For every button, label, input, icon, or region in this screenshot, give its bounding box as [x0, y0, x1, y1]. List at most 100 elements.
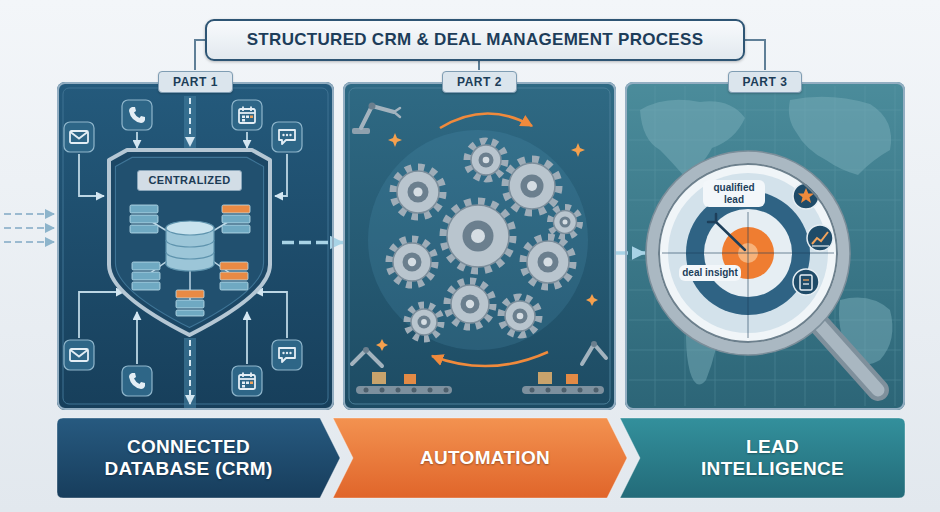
panel-ground — [625, 82, 905, 410]
channel-icon — [64, 100, 302, 396]
gear-cluster — [505, 301, 535, 331]
robot-arm — [361, 106, 394, 128]
title-banner: STRUCTURED CRM & DEAL MANAGEMENT PROCESS — [205, 19, 745, 61]
part-panel: PART 1CENTRALIZED — [57, 82, 334, 410]
gear-cluster — [403, 253, 422, 272]
shield-ground — [109, 150, 270, 335]
gear-cluster — [502, 298, 538, 334]
database-icon — [130, 205, 250, 316]
conveyor — [566, 374, 578, 384]
database-icon — [166, 240, 214, 247]
gear-cluster — [466, 300, 474, 308]
magnifier-handle — [820, 325, 878, 390]
motion-arrow — [432, 352, 548, 366]
database-icon — [130, 215, 158, 223]
banner-chevron — [57, 418, 340, 498]
gear-cluster — [448, 282, 492, 326]
magnifier-handle — [820, 325, 878, 390]
feed-arrow — [79, 154, 104, 196]
data-stream — [184, 338, 196, 408]
conveyor — [562, 388, 567, 393]
channel-icon — [272, 340, 302, 370]
banner-chevron — [333, 418, 627, 498]
feed-arrow — [275, 154, 287, 196]
channel-icon — [64, 122, 94, 152]
channel-icon — [239, 373, 255, 390]
gear-cluster — [413, 187, 422, 196]
database-icon — [130, 205, 250, 316]
gear-cluster — [554, 211, 577, 234]
database-icon — [132, 272, 160, 280]
channel-icon — [129, 373, 145, 389]
title-bracket — [745, 40, 765, 70]
part-tab: PART 3 — [728, 71, 803, 93]
gear-cluster — [513, 309, 528, 324]
conveyor — [578, 388, 583, 393]
panel-ground — [57, 82, 905, 410]
gear-cluster — [521, 175, 544, 198]
insight-badge — [812, 245, 829, 246]
lens-label: qualified lead — [703, 180, 765, 207]
centralized-shield: CENTRALIZED — [97, 150, 282, 335]
conveyor — [372, 372, 386, 384]
gear-cluster — [506, 160, 558, 212]
gear-cluster — [502, 298, 538, 334]
gear-cluster — [451, 285, 489, 323]
lens-ring — [646, 151, 850, 355]
gear-cluster — [444, 202, 512, 270]
conveyor — [530, 388, 535, 393]
map-grid — [629, 86, 901, 406]
shield-label: CENTRALIZED — [137, 170, 241, 191]
database-icon — [176, 290, 204, 298]
map-continent — [640, 97, 892, 385]
sparkle — [571, 143, 585, 157]
conveyor — [428, 388, 433, 393]
magnifier-lens: qualified lead deal insight — [645, 150, 851, 356]
gear-cluster — [394, 168, 442, 216]
sparkle — [586, 294, 598, 306]
database-icon — [220, 272, 248, 280]
database-icon — [220, 282, 248, 290]
part-panel: PART 3qualified leaddeal insight — [625, 82, 905, 410]
conveyor — [522, 386, 604, 394]
gear-cluster — [509, 163, 555, 209]
insight-badge — [807, 225, 833, 251]
flow-arrow — [616, 251, 645, 255]
channel-icon — [232, 366, 262, 396]
feed-arrow — [246, 132, 248, 148]
incoming-arrows — [4, 213, 54, 215]
lens-label: deal insight — [679, 265, 741, 281]
gear-cluster — [479, 153, 494, 168]
feed-arrow — [79, 132, 287, 364]
motion-arrow — [440, 113, 532, 128]
database-icon — [220, 262, 248, 270]
conveyor — [594, 388, 599, 393]
database-icon — [130, 225, 158, 233]
gear-cluster — [390, 240, 434, 284]
stage-label: AUTOMATION — [420, 447, 550, 469]
lens-ring — [659, 164, 837, 342]
channel-icon — [239, 107, 255, 124]
gear-cluster — [471, 145, 501, 175]
gear-cluster — [368, 130, 588, 350]
motion-arrow — [432, 113, 548, 366]
conveyor — [412, 388, 417, 393]
gear-cluster — [394, 168, 442, 216]
gear-cluster — [408, 306, 440, 338]
stage-banner: AUTOMATION — [333, 418, 627, 498]
sparkle — [388, 133, 402, 147]
gear-cluster — [408, 182, 429, 203]
gear-cluster — [563, 220, 568, 225]
insight-badge — [803, 279, 809, 280]
robot-arm — [352, 103, 606, 367]
insight-badge — [812, 232, 828, 244]
magnifier-handle — [820, 325, 878, 390]
gear-cluster — [538, 252, 559, 273]
channel-icon — [122, 100, 152, 130]
database-icon — [132, 262, 160, 270]
sparkle — [376, 133, 598, 351]
map-continent — [789, 97, 891, 175]
database-icon — [166, 221, 214, 235]
conveyor — [546, 388, 551, 393]
gear-cluster — [560, 217, 571, 228]
